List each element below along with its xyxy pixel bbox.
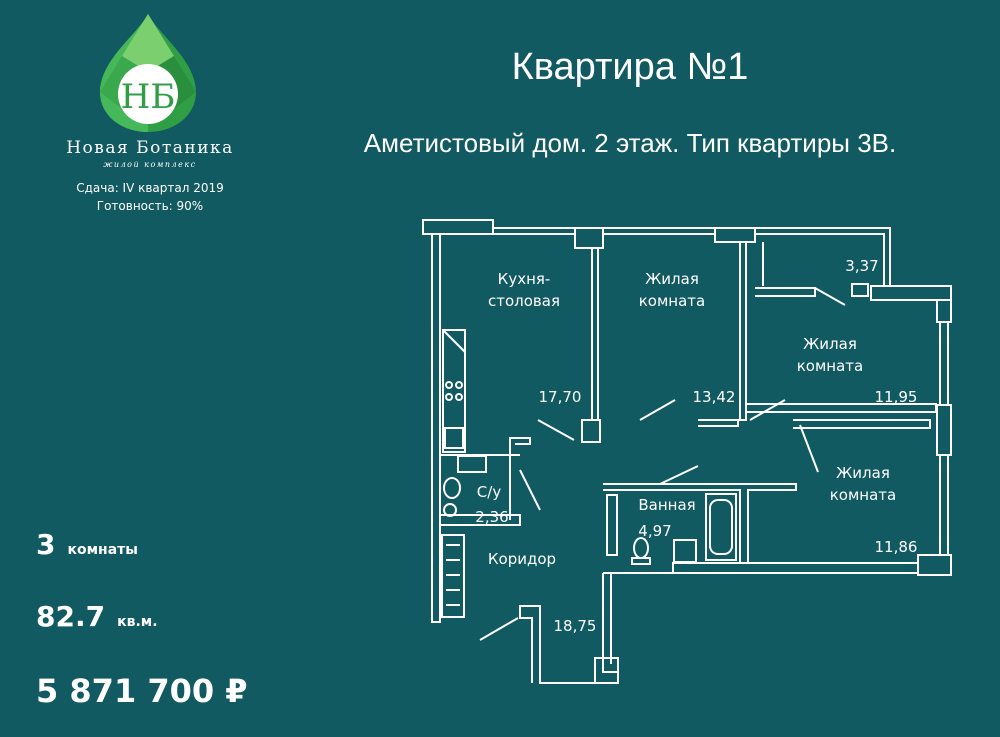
brand-subtitle: жилой комплекс	[103, 160, 197, 169]
room-name-living-2: Жилая комната	[796, 335, 864, 375]
rooms-unit: комнаты	[67, 542, 138, 558]
rooms-count: 3 комнаты	[36, 528, 138, 561]
room-area-living-1: 13,42	[692, 388, 736, 406]
total-area: 82.7 кв.м.	[36, 600, 158, 633]
rooms-value: 3	[36, 528, 56, 561]
price: 5 871 700 ₽	[36, 672, 248, 710]
room-name-corridor: Коридор	[487, 550, 557, 568]
room-area-living-3: 11,86	[874, 538, 918, 556]
room-area-wc: 2,36	[475, 508, 509, 526]
room-area-corridor: 18,75	[553, 617, 597, 635]
area-value: 82.7	[36, 600, 106, 633]
readiness: Готовность: 90%	[96, 199, 204, 213]
room-name-living-1: Жилая комната	[638, 270, 706, 310]
page-subtitle: Аметистовый дом. 2 этаж. Тип квартиры 3В…	[363, 128, 897, 158]
room-area-balcony: 3,37	[845, 257, 879, 275]
area-unit: кв.м.	[117, 614, 158, 630]
room-name-bathroom: Ванная	[638, 496, 696, 514]
brand-name: Новая Ботаника	[66, 138, 234, 158]
room-name-wc: С/у	[476, 483, 502, 501]
room-area-kitchen: 17,70	[538, 388, 582, 406]
delivery-date: Сдача: IV квартал 2019	[76, 181, 224, 195]
room-area-living-2: 11,95	[874, 388, 918, 406]
room-name-living-3: Жилая комната	[829, 464, 897, 504]
room-area-bathroom: 4,97	[638, 522, 672, 540]
page-title: Квартира №1	[511, 46, 749, 88]
price-value: 5 871 700 ₽	[36, 672, 248, 710]
room-name-kitchen: Кухня- столовая	[488, 270, 560, 310]
logo-letters: НБ	[121, 77, 176, 117]
green-gem-drop-icon: НБ	[100, 14, 196, 132]
